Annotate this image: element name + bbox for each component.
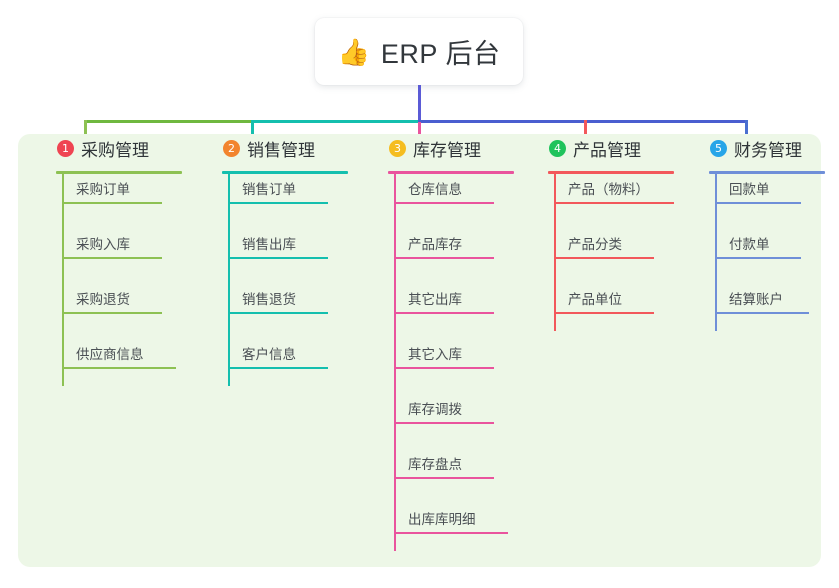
leaf-label: 供应商信息 xyxy=(76,347,144,362)
list-item[interactable]: 库存盘点 xyxy=(396,449,494,479)
leaf-rule xyxy=(717,202,801,204)
leaf-label: 库存盘点 xyxy=(408,457,462,472)
list-item[interactable]: 库存调拨 xyxy=(396,394,494,424)
leaf-label: 客户信息 xyxy=(242,347,296,362)
branch-title-3: 库存管理 xyxy=(413,140,481,160)
branch-column-5: 5 财务管理 回款单 付款单 结算账户 xyxy=(691,134,825,331)
branch-header-4[interactable]: 4 产品管理 xyxy=(530,134,705,162)
list-item[interactable]: 供应商信息 xyxy=(64,339,176,369)
branch-spine-3 xyxy=(394,173,396,551)
branch-badge-5: 5 xyxy=(710,139,727,157)
list-item[interactable]: 销售订单 xyxy=(230,174,328,204)
leaf-label: 出库库明细 xyxy=(408,512,476,527)
leaf-rule xyxy=(64,257,162,259)
branch-rule-4 xyxy=(548,171,674,174)
branch-spine-4 xyxy=(554,173,556,331)
leaf-rule xyxy=(230,202,328,204)
list-item[interactable]: 其它出库 xyxy=(396,284,494,314)
leaf-rule xyxy=(230,257,328,259)
branch-rule-5 xyxy=(709,171,825,174)
branch-rule-2 xyxy=(222,171,348,174)
branch-badge-1: 1 xyxy=(57,139,74,157)
list-item[interactable]: 采购入库 xyxy=(64,229,162,259)
leaf-rule xyxy=(64,202,162,204)
diagram-panel: 1 采购管理 采购订单 采购入库 采购退货 供应商信息 2 销售管理 xyxy=(18,134,825,567)
list-item[interactable]: 销售退货 xyxy=(230,284,328,314)
leaf-label: 销售订单 xyxy=(242,182,296,197)
branch-column-4: 4 产品管理 产品（物料） 产品分类 产品单位 xyxy=(530,134,705,331)
branch-header-3[interactable]: 3 库存管理 xyxy=(370,134,538,162)
branch-badge-4: 4 xyxy=(549,139,566,157)
leaf-rule xyxy=(64,312,162,314)
branch-header-1[interactable]: 1 采购管理 xyxy=(38,134,206,162)
branch-rule-3 xyxy=(388,171,514,174)
leaf-rule xyxy=(64,367,176,369)
branch-spine-2 xyxy=(228,173,230,386)
leaf-label: 采购订单 xyxy=(76,182,130,197)
branch-spine-1 xyxy=(62,173,64,386)
leaf-label: 回款单 xyxy=(729,182,770,197)
list-item[interactable]: 产品库存 xyxy=(396,229,494,259)
leaf-label: 采购入库 xyxy=(76,237,130,252)
leaf-rule xyxy=(396,367,494,369)
list-item[interactable]: 产品单位 xyxy=(556,284,654,314)
branch-badge-3: 3 xyxy=(389,139,406,157)
branch-spine-5 xyxy=(715,173,717,331)
list-item[interactable]: 结算账户 xyxy=(717,284,809,314)
list-item[interactable]: 采购退货 xyxy=(64,284,162,314)
leaf-rule xyxy=(717,257,801,259)
leaf-label: 其它出库 xyxy=(408,292,462,307)
leaf-rule xyxy=(396,312,494,314)
branch-header-5[interactable]: 5 财务管理 xyxy=(691,134,821,162)
leaf-rule xyxy=(230,367,328,369)
leaf-label: 付款单 xyxy=(729,237,770,252)
branch-rule-1 xyxy=(56,171,182,174)
list-item[interactable]: 付款单 xyxy=(717,229,801,259)
leaf-label: 结算账户 xyxy=(729,292,783,307)
leaf-rule xyxy=(717,312,809,314)
leaf-rule xyxy=(396,422,494,424)
leaf-rule xyxy=(230,312,328,314)
leaf-label: 产品单位 xyxy=(568,292,622,307)
leaf-label: 产品（物料） xyxy=(568,182,649,197)
branch-column-2: 2 销售管理 销售订单 销售出库 销售退货 客户信息 xyxy=(204,134,372,386)
list-item[interactable]: 其它入库 xyxy=(396,339,494,369)
branch-badge-2: 2 xyxy=(223,139,240,157)
branch-header-2[interactable]: 2 销售管理 xyxy=(204,134,372,162)
leaf-label: 销售出库 xyxy=(242,237,296,252)
branch-title-4: 产品管理 xyxy=(573,140,641,160)
list-item[interactable]: 回款单 xyxy=(717,174,801,204)
thumbs-up-icon: 👍 xyxy=(337,36,370,67)
leaf-label: 库存调拨 xyxy=(408,402,462,417)
leaf-label: 仓库信息 xyxy=(408,182,462,197)
leaf-label: 销售退货 xyxy=(242,292,296,307)
root-node-label: ERP 后台 xyxy=(380,39,501,69)
leaf-label: 产品分类 xyxy=(568,237,622,252)
list-item[interactable]: 采购订单 xyxy=(64,174,162,204)
list-item[interactable]: 仓库信息 xyxy=(396,174,494,204)
branch-title-5: 财务管理 xyxy=(734,140,802,160)
branch-column-1: 1 采购管理 采购订单 采购入库 采购退货 供应商信息 xyxy=(38,134,206,386)
leaf-label: 产品库存 xyxy=(408,237,462,252)
branch-column-3: 3 库存管理 仓库信息 产品库存 其它出库 其它入库 库存调拨 库存盘点 xyxy=(370,134,538,551)
list-item[interactable]: 客户信息 xyxy=(230,339,328,369)
list-item[interactable]: 产品（物料） xyxy=(556,174,674,204)
leaf-rule xyxy=(396,532,508,534)
leaf-label: 其它入库 xyxy=(408,347,462,362)
leaf-rule xyxy=(556,202,674,204)
leaf-label: 采购退货 xyxy=(76,292,130,307)
leaf-rule xyxy=(396,202,494,204)
leaf-rule xyxy=(396,477,494,479)
leaf-rule xyxy=(556,257,654,259)
leaf-rule xyxy=(556,312,654,314)
branch-title-1: 采购管理 xyxy=(81,140,149,160)
leaf-rule xyxy=(396,257,494,259)
list-item[interactable]: 出库库明细 xyxy=(396,504,508,534)
list-item[interactable]: 产品分类 xyxy=(556,229,654,259)
list-item[interactable]: 销售出库 xyxy=(230,229,328,259)
root-node-card[interactable]: 👍 ERP 后台 xyxy=(315,18,523,85)
branch-title-2: 销售管理 xyxy=(247,140,315,160)
